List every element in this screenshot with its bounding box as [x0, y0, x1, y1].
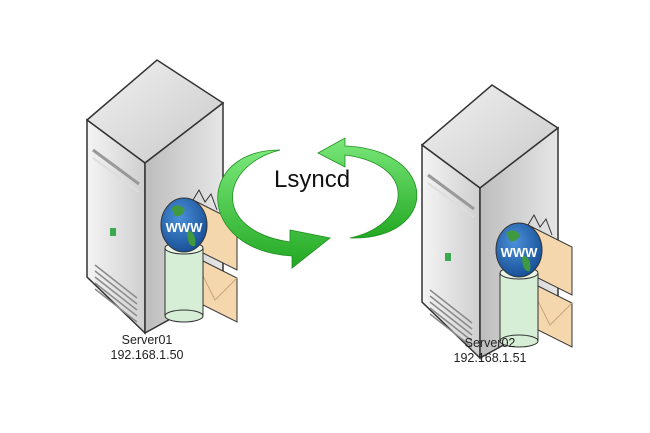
globe-www-label: WWW [501, 245, 539, 260]
server01-name: Server01 [121, 333, 173, 347]
server01-tower-icon: WWW [85, 58, 239, 335]
server02-label: Server02 192.168.1.51 [430, 336, 550, 366]
server01-ip: 192.168.1.50 [110, 348, 184, 362]
sync-arrows-icon [217, 137, 418, 269]
diagram-title: Lsyncd [274, 166, 351, 193]
server02-tower-icon: WWW [420, 83, 574, 360]
server02-ip: 192.168.1.51 [453, 351, 527, 365]
globe-www-label: WWW [166, 220, 204, 235]
server01-label: Server01 192.168.1.50 [87, 333, 207, 363]
server02-name: Server02 [464, 336, 516, 350]
